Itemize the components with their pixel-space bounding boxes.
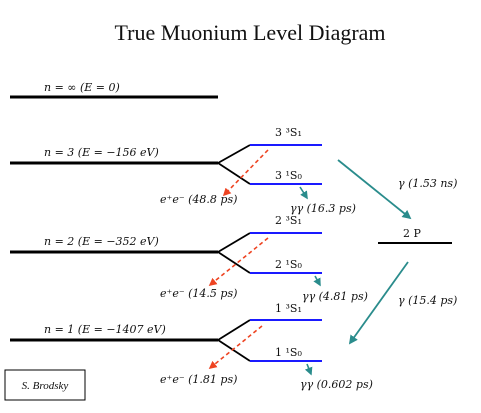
state-1-1s0-label: 1 ¹S₀ — [275, 346, 302, 359]
radiative-2p-1s-label: γ (15.4 ps) — [398, 294, 457, 307]
level-n-inf-label: n = ∞ (E = 0) — [44, 81, 120, 94]
level-n2-label: n = 2 (E = −352 eV) — [44, 235, 159, 248]
n1-split-lower — [217, 339, 251, 362]
n2-split-upper — [217, 232, 251, 253]
n3-gg-arrow — [299, 186, 308, 200]
n1-gg-label: γγ (0.602 ps) — [300, 378, 373, 391]
n3-ee-arrow — [222, 149, 269, 197]
n3-ee-label: e⁺e⁻ (48.8 ps) — [160, 193, 237, 206]
state-3-1s0-label: 3 ¹S₀ — [275, 169, 302, 182]
diagram-title: True Muonium Level Diagram — [114, 20, 385, 45]
n2-ee-label: e⁺e⁻ (14.5 ps) — [160, 287, 237, 300]
n1-split-upper — [217, 319, 251, 341]
credit-text: S. Brodsky — [22, 380, 69, 392]
state-2p-label: 2 P — [403, 227, 421, 240]
n3-gg-label: γγ (16.3 ps) — [290, 202, 356, 215]
n3-split-lower — [217, 162, 251, 185]
n1-gg-arrow — [304, 363, 313, 376]
state-2-3s1-label: 2 ³S₁ — [275, 214, 302, 227]
n3-split-upper — [217, 144, 251, 164]
n2-gg-arrow — [313, 275, 321, 287]
n2-ee-arrow — [208, 237, 269, 287]
state-3-3s1-label: 3 ³S₁ — [275, 126, 302, 139]
n1-ee-label: e⁺e⁻ (1.81 ps) — [160, 373, 237, 386]
level-n1-label: n = 1 (E = −1407 eV) — [44, 323, 166, 336]
radiative-3s-2p-arrow — [337, 159, 412, 220]
state-1-3s1-label: 1 ³S₁ — [275, 302, 302, 315]
state-2-1s0-label: 2 ¹S₀ — [275, 258, 302, 271]
credit-box — [4, 369, 86, 401]
n2-split-lower — [217, 251, 251, 274]
radiative-3s-2p-label: γ (1.53 ns) — [398, 177, 457, 190]
radiative-2p-1s-arrow — [348, 261, 409, 345]
n2-gg-label: γγ (4.81 ps) — [302, 290, 368, 303]
level-n3-label: n = 3 (E = −156 eV) — [44, 146, 159, 159]
